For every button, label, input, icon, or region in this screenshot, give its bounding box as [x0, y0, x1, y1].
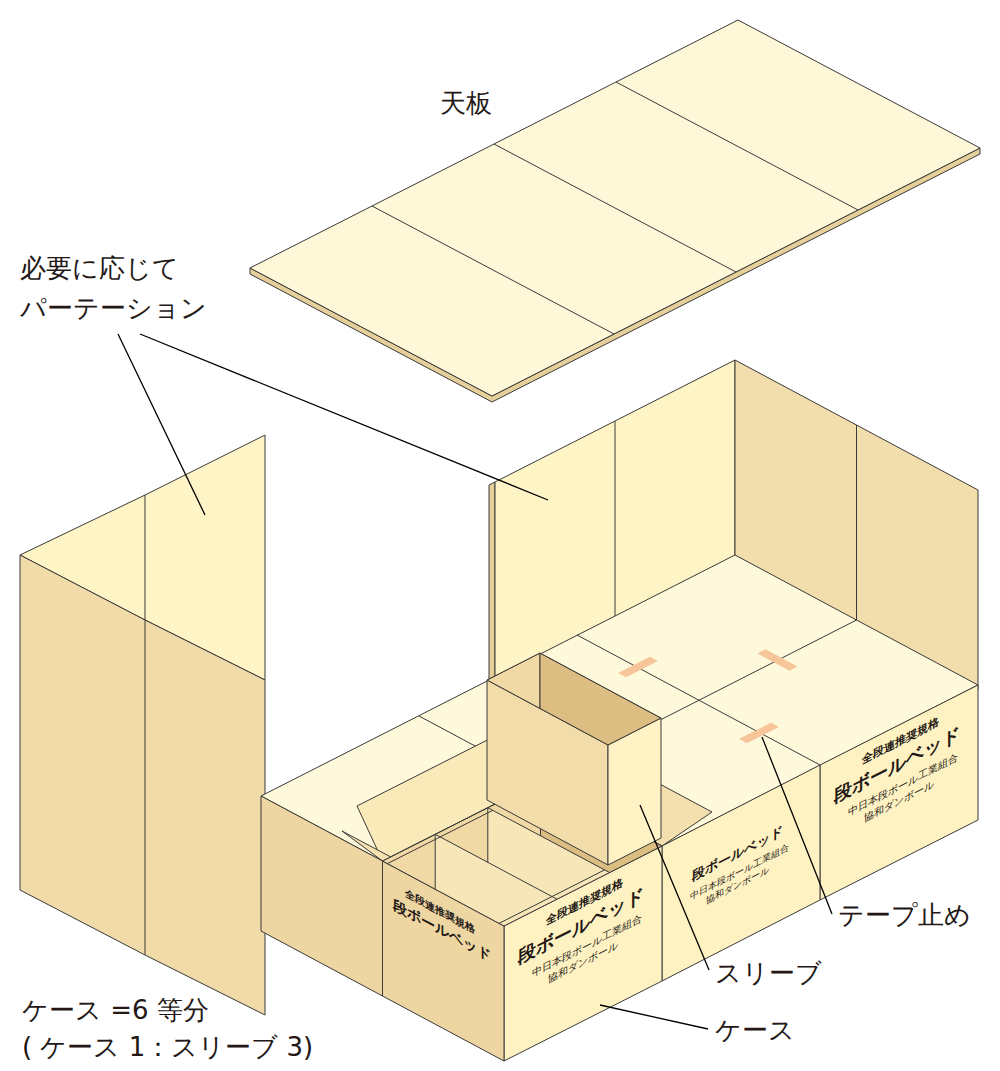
left-partition: [20, 555, 265, 1015]
sleeve: [487, 653, 661, 745]
top-board: [250, 20, 980, 396]
top-board: [616, 82, 858, 210]
leader-lines: [762, 737, 832, 914]
part-label: 天板: [440, 88, 492, 119]
sleeve: [487, 653, 540, 800]
back-partition: [615, 421, 616, 621]
back-partition: [856, 425, 857, 625]
case-faces: [261, 685, 978, 1061]
part-label: スリーブ: [715, 958, 822, 989]
note-text: ケース =6 等分: [22, 995, 209, 1026]
left-partition: [20, 435, 265, 1015]
leader-lines: [600, 1005, 708, 1029]
top-board: [494, 144, 736, 272]
leader-lines: [118, 334, 832, 1029]
part-label: 必要に応じて パーテーション: [20, 248, 220, 328]
case-faces: [662, 765, 820, 981]
case-faces: [820, 685, 978, 900]
case-interior: [388, 810, 493, 863]
part-label: ケース: [715, 1015, 795, 1046]
note-text: ( ケース 1：スリーブ 3): [22, 1032, 313, 1063]
leader-lines: [140, 334, 548, 500]
leader-lines: [118, 334, 205, 515]
top-board: [250, 20, 980, 402]
back-partition: [489, 482, 495, 685]
sleeve: [487, 653, 661, 865]
case-faces: [261, 796, 383, 996]
left-partition: [145, 495, 146, 620]
left-partition: [145, 620, 146, 955]
tape: [618, 657, 658, 677]
tape: [758, 649, 798, 670]
part-label: テープ止め: [838, 900, 971, 931]
top-board: [372, 206, 614, 334]
sleeve: [487, 653, 661, 838]
tape: [739, 723, 779, 743]
